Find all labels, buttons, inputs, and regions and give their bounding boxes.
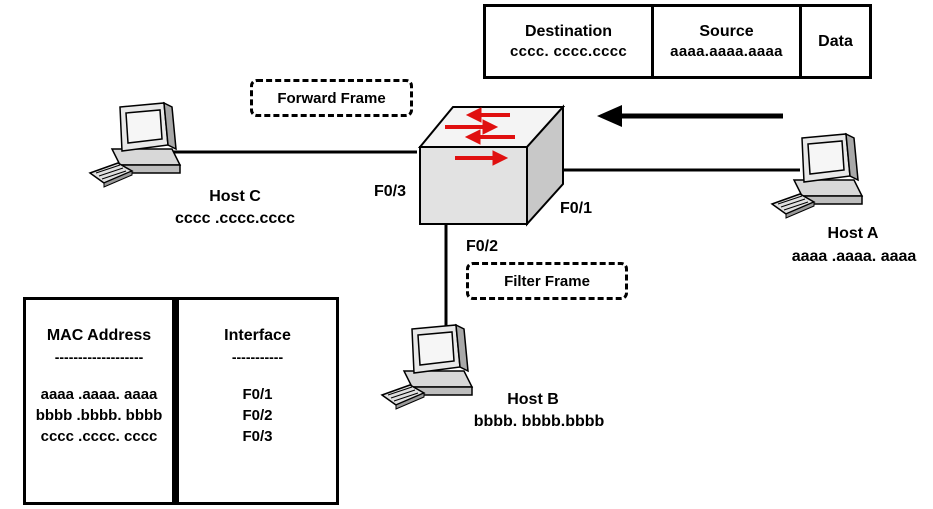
host-a-name: Host A xyxy=(827,225,879,242)
interface-rule: ----------- xyxy=(231,349,284,365)
mac-address-column: MAC Address ------------------- aaaa .aa… xyxy=(26,300,179,502)
source-label: Source xyxy=(699,22,754,40)
host-b-mac: bbbb. bbbb.bbbb xyxy=(473,413,605,430)
host-c-mac: cccc .cccc.cccc xyxy=(174,210,296,227)
destination-label: Destination xyxy=(524,22,613,40)
interface-column: Interface ----------- F0/1 F0/2 F0/3 xyxy=(179,300,336,502)
port-f02-label: F0/2 xyxy=(466,238,499,255)
destination-value: cccc. cccc.cccc xyxy=(509,42,628,60)
frame-data-field: Data xyxy=(802,7,869,76)
data-label: Data xyxy=(818,32,853,50)
port-f03-label: F0/3 xyxy=(374,183,407,200)
frame-source-field: Source aaaa.aaaa.aaaa xyxy=(654,7,802,76)
left-arrow-icon xyxy=(597,105,783,127)
port-f01-label: F0/1 xyxy=(560,200,593,217)
source-value: aaaa.aaaa.aaaa xyxy=(670,42,783,60)
interface-header: Interface xyxy=(224,327,291,344)
mac-address-list: aaaa .aaaa. aaaa bbbb .bbbb. bbbb cccc .… xyxy=(36,384,163,447)
frame-destination-field: Destination cccc. cccc.cccc xyxy=(486,7,654,76)
table-row-mac: bbbb .bbbb. bbbb xyxy=(35,407,163,424)
ethernet-frame: Destination cccc. cccc.cccc Source aaaa.… xyxy=(483,4,872,79)
interface-list: F0/1 F0/2 F0/3 xyxy=(242,384,272,447)
mac-address-table: MAC Address ------------------- aaaa .aa… xyxy=(23,297,339,505)
table-row-mac: cccc .cccc. cccc xyxy=(40,428,158,445)
host-c-computer-icon xyxy=(88,101,182,188)
host-b-computer-icon xyxy=(380,323,474,410)
table-row-interface: F0/1 xyxy=(242,386,273,403)
table-row-interface: F0/2 xyxy=(242,407,273,424)
filter-frame-callout: Filter Frame xyxy=(466,262,628,300)
table-row-mac: aaaa .aaaa. aaaa xyxy=(40,386,158,403)
mac-address-rule: ------------------- xyxy=(54,349,144,365)
host-c-name: Host C xyxy=(209,188,261,205)
mac-address-header: MAC Address xyxy=(46,327,152,344)
table-row-interface: F0/3 xyxy=(242,428,273,445)
host-b-name: Host B xyxy=(507,391,559,408)
host-a-computer-icon xyxy=(770,132,864,219)
forward-frame-callout: Forward Frame xyxy=(250,79,413,117)
network-switch-icon xyxy=(417,104,565,227)
host-a-mac: aaaa .aaaa. aaaa xyxy=(791,248,917,265)
